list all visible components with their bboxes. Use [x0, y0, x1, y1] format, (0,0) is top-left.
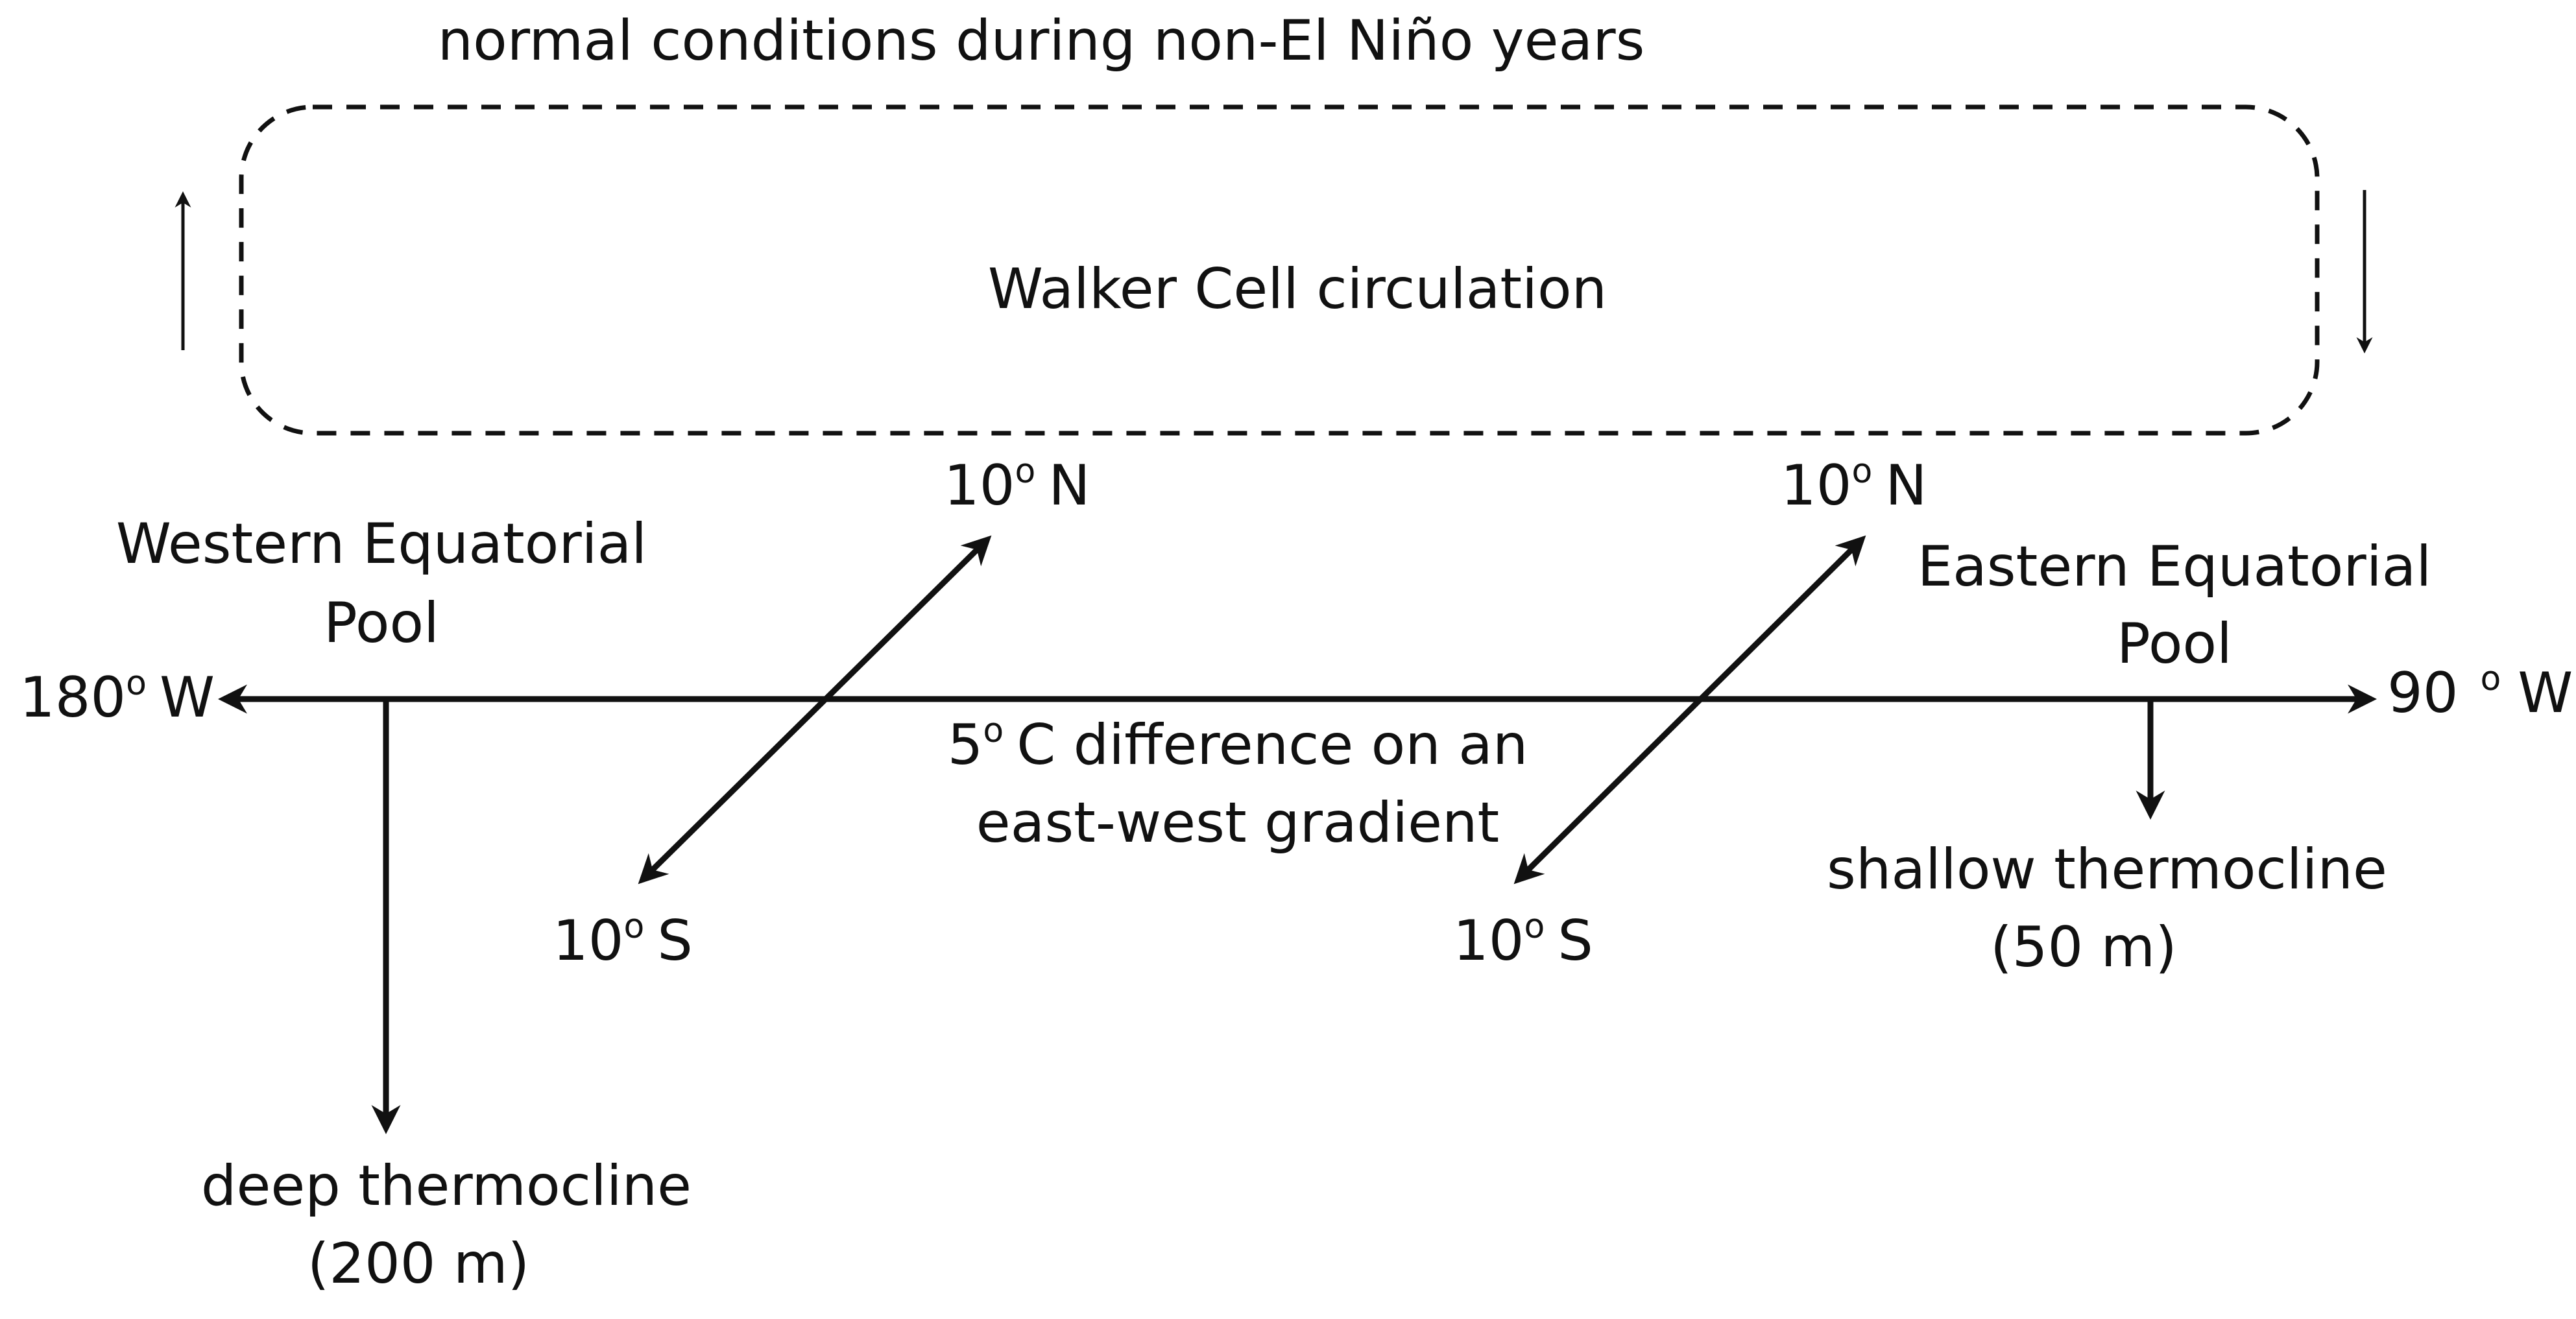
western-pool-label-line1: Western Equatorial [116, 512, 647, 576]
deep-thermocline-label-line1: deep thermocline [201, 1154, 692, 1218]
shallow-thermocline-label-line1: shallow thermocline [1827, 837, 2387, 902]
east-latitude-arrow [1513, 535, 1866, 885]
deep-thermocline-label-line2: (200 m) [307, 1231, 529, 1296]
walker-cell-label: Walker Cell circulation [988, 257, 1607, 322]
west-latitude-arrow [638, 535, 992, 885]
eastern-pool-label-line1: Eastern Equatorial [1918, 534, 2431, 599]
temperature-gradient-label-line2: east-west gradient [976, 790, 1500, 855]
walker-cell-loop [239, 104, 2320, 436]
eastern-pool-label-line2: Pool [2117, 612, 2232, 676]
diagram-title: normal conditions during non-El Niño yea… [438, 8, 1645, 73]
western-pool-label-line2: Pool [324, 591, 439, 656]
shallow-thermocline-label-line2: (50 m) [1990, 915, 2177, 980]
